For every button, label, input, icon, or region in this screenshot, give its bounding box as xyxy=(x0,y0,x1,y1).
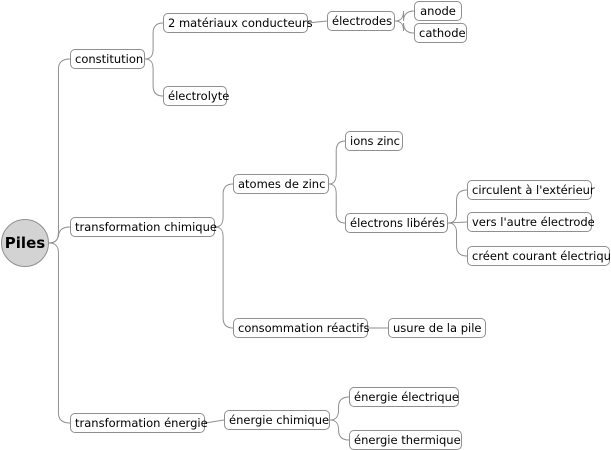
edge-electrons-circulent xyxy=(447,189,468,224)
node-electrolyte[interactable]: électrolyte xyxy=(163,86,229,106)
edge-piles-transformation-energie xyxy=(48,242,71,424)
root-node-piles[interactable]: Piles xyxy=(1,219,49,267)
edge-energie-chimique xyxy=(204,419,225,424)
node-atomes-de-zinc[interactable]: atomes de zinc xyxy=(233,174,329,194)
edge-constitution-materiaux xyxy=(144,22,164,60)
edge-chimique-electrique xyxy=(329,396,350,421)
edge-chimique-atomes xyxy=(214,183,234,228)
edge-electrodes-cathode xyxy=(394,20,415,34)
node-anode[interactable]: anode xyxy=(414,1,462,21)
edge-electrons-creent xyxy=(447,222,468,257)
node-transformation-chimique[interactable]: transformation chimique xyxy=(70,217,217,237)
edge-atomes-ions xyxy=(328,140,346,185)
edge-electrons-vers xyxy=(447,221,468,224)
edge-chimique-thermique xyxy=(329,419,350,441)
edge-constitution-electrolyte xyxy=(144,58,164,97)
node-energie-chimique[interactable]: énergie chimique xyxy=(224,410,330,430)
node-energie-thermique[interactable]: énergie thermique xyxy=(349,430,462,450)
edge-atomes-electrons xyxy=(328,183,346,224)
node-consommation-reactifs[interactable]: consommation réactifs xyxy=(233,318,369,338)
node-circulent-a-l-exterieur[interactable]: circulent à l'extérieur xyxy=(467,180,595,200)
edge-electrodes-anode xyxy=(394,10,415,22)
edge-piles-transformation-chimique xyxy=(48,226,71,244)
node-transformation-energie[interactable]: transformation énergie xyxy=(70,413,208,433)
node-constitution[interactable]: constitution xyxy=(70,49,145,69)
node-usure-de-la-pile[interactable]: usure de la pile xyxy=(388,318,486,338)
node-electrodes[interactable]: électrodes xyxy=(327,11,395,31)
edge-materiaux-electrodes xyxy=(307,20,328,24)
edge-piles-constitution xyxy=(48,58,71,244)
node-vers-l-autre-electrode[interactable]: vers l'autre électrode xyxy=(467,212,595,232)
node-creent-courant-electrique[interactable]: créent courant électrique xyxy=(467,246,611,266)
node-energie-electrique[interactable]: énergie électrique xyxy=(349,387,459,407)
node-2-materiaux-conducteurs[interactable]: 2 matériaux conducteurs xyxy=(163,13,313,33)
edge-chimique-consommation xyxy=(214,226,234,329)
node-ions-zinc[interactable]: ions zinc xyxy=(345,131,403,151)
node-cathode[interactable]: cathode xyxy=(414,23,467,43)
node-electrons-liberes[interactable]: électrons libérés xyxy=(345,213,448,233)
